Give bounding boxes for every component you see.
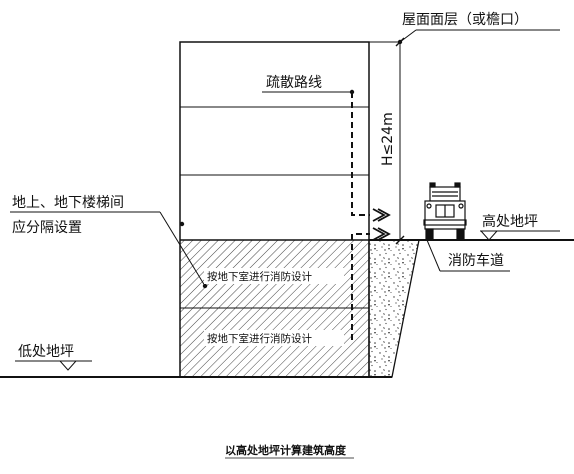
- fire-lane-leader: [426, 239, 441, 272]
- dimension-tick: [395, 37, 405, 47]
- evacuation-route-upper: [351, 92, 370, 216]
- high-ground-label: 高处地坪: [482, 213, 538, 230]
- fire-truck-icon: [423, 182, 467, 241]
- retaining-soil: [368, 239, 420, 378]
- basement-upper-label: 按地下室进行消防设计: [207, 270, 312, 283]
- evacuation-arrow-icon: [377, 227, 391, 241]
- evacuation-point: [349, 89, 355, 95]
- evacuation-arrow-icon: [377, 208, 391, 222]
- elevation-triangle-icon: [58, 360, 78, 371]
- fire-lane-label: 消防车道: [448, 252, 504, 269]
- basement-label-bg: [204, 268, 344, 284]
- dimension-tick: [395, 235, 405, 245]
- evacuation-route-lower: [351, 233, 370, 340]
- stair-note-line2: 应分隔设置: [12, 219, 82, 236]
- roof-label: 屋面面层（或檐口）: [402, 12, 528, 28]
- stair-note-point: [179, 221, 185, 227]
- stair-note-line1: 地上、地下楼梯间: [12, 195, 124, 211]
- low-ground-label: 低处地坪: [18, 344, 74, 360]
- figure-caption: 以高处地坪计算建筑高度: [225, 443, 347, 457]
- evacuation-arrow-icon: [372, 208, 386, 222]
- basement-lower-label: 按地下室进行消防设计: [207, 332, 312, 345]
- basement-label-bg: [204, 330, 344, 346]
- evacuation-label: 疏散路线: [266, 75, 322, 91]
- evacuation-arrow-icon: [372, 227, 386, 241]
- stair-note-point: [202, 283, 208, 289]
- stair-note-leader: [159, 211, 206, 287]
- elevation-triangle-icon: [479, 230, 499, 241]
- height-label: H≤24m: [380, 112, 396, 166]
